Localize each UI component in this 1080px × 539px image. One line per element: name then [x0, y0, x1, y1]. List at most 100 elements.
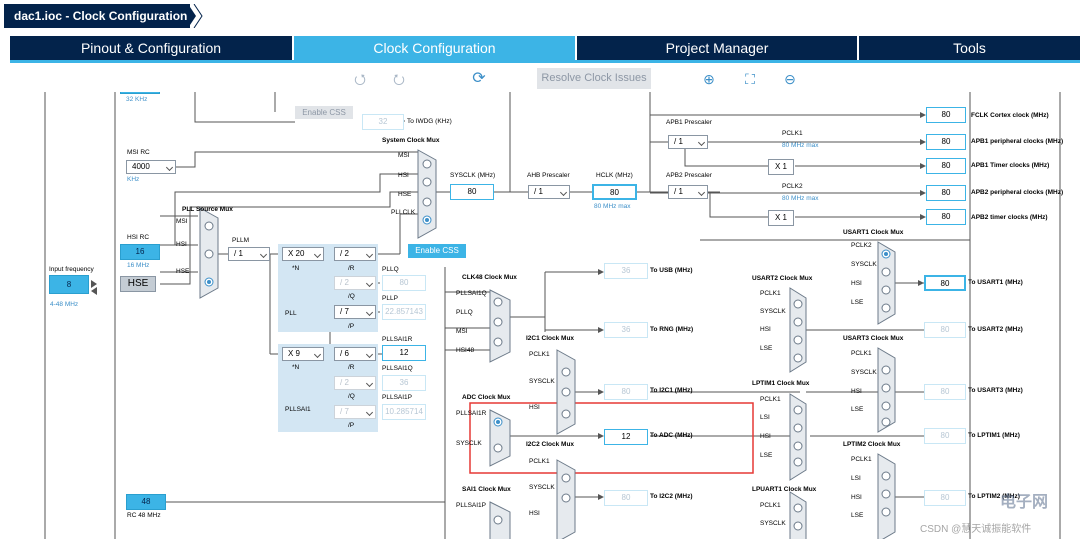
usart3-in-hsi: HSI	[851, 388, 862, 395]
lse-frequency: 32 KHz	[126, 96, 148, 103]
usart2-value: 80	[924, 322, 966, 338]
sysmux-in-pllclk: PLLCLK	[391, 209, 416, 216]
usart3-value: 80	[924, 384, 966, 400]
usart3-in-lse: LSE	[851, 406, 864, 413]
breadcrumb-file[interactable]: dac1.ioc - Clock Configuration	[4, 4, 190, 28]
zoom-out-icon[interactable]: ⊖	[784, 71, 796, 87]
enable-css-lse-button[interactable]: Enable CSS	[295, 106, 353, 119]
title-bar: dac1.ioc - Clock Configuration	[0, 0, 1080, 32]
pllp-out-label: PLLP	[382, 295, 398, 302]
lptim1-in-lsi: LSI	[760, 414, 770, 421]
adc-in-pllsai1r: PLLSAI1R	[456, 410, 487, 417]
apb2-peripheral-label: APB2 peripheral clocks (MHz)	[971, 189, 1064, 196]
tab-project-manager[interactable]: Project Manager	[577, 36, 857, 60]
usart1-value: 80	[924, 275, 966, 291]
msi-rc-title: MSI RC	[127, 149, 150, 156]
ahb-prescaler-select[interactable]: / 1	[528, 185, 570, 199]
lse-rc-box	[120, 92, 160, 94]
fclk-value: 80	[926, 107, 966, 123]
sai1-in-pllsai1p: PLLSAI1P	[456, 502, 486, 509]
clk48-in-msi: MSI	[456, 328, 468, 335]
zoom-in-icon[interactable]: ⊕	[703, 71, 715, 87]
msi-range-select[interactable]: 4000	[126, 160, 176, 174]
pllq-select[interactable]: / 2	[334, 276, 376, 290]
apb2-timer-value: 80	[926, 209, 966, 225]
sysclk-label: SYSCLK (MHz)	[450, 172, 496, 179]
tab-pinout[interactable]: Pinout & Configuration	[10, 36, 292, 60]
pllsai1q-label: /Q	[348, 393, 355, 400]
adc-mux-title: ADC Clock Mux	[462, 394, 511, 401]
rng-label: To RNG (MHz)	[650, 326, 694, 333]
apb2-timer-multiplier: X 1	[768, 210, 794, 226]
pllsai1q-select[interactable]: / 2	[334, 376, 376, 390]
lptim1-in-lse: LSE	[760, 452, 773, 459]
pllsai1q-out-value: 36	[382, 375, 426, 391]
clk48-mux-title: CLK48 Clock Mux	[462, 274, 517, 281]
pllsrc-in-msi: MSI	[176, 218, 188, 225]
pll-source-mux-title: PLL Source Mux	[182, 206, 233, 213]
clock-tree-canvas: 32 KHz Enable CSS 32 To IWDG (KHz) MSI R…	[0, 92, 1080, 539]
adc-label: To ADC (MHz)	[650, 432, 693, 439]
apb2-prescaler-label: APB2 Prescaler	[666, 172, 712, 179]
lpuart1-mux-title: LPUART1 Clock Mux	[752, 486, 817, 493]
plln-select[interactable]: X 20	[282, 247, 324, 261]
usart3-mux-title: USART3 Clock Mux	[843, 335, 904, 342]
usart1-label: To USART1 (MHz)	[968, 279, 1023, 286]
resolve-clock-issues-button[interactable]: Resolve Clock Issues	[537, 68, 651, 89]
pllsai1p-out-value: 10.285714	[382, 404, 426, 420]
msi-unit: KHz	[127, 176, 140, 183]
i2c2-label: To I2C2 (MHz)	[650, 493, 693, 500]
pllm-select[interactable]: / 1	[228, 247, 270, 261]
hse-input-frequency[interactable]: 8	[49, 275, 89, 294]
hclk-value[interactable]: 80	[592, 184, 637, 200]
lptim2-in-lsi: LSI	[851, 475, 861, 482]
usart1-in-lse: LSE	[851, 299, 864, 306]
apb2-prescaler-select[interactable]: / 1	[668, 185, 708, 199]
clk48-in-hsi48: HSI48	[456, 347, 475, 354]
sai1-mux-title: SAI1 Clock Mux	[462, 486, 511, 493]
system-clock-mux-title: System Clock Mux	[382, 137, 440, 144]
usart2-in-hsi: HSI	[760, 326, 771, 333]
usart2-in-sysclk: SYSCLK	[760, 308, 786, 315]
apb1-prescaler-select[interactable]: / 1	[668, 135, 708, 149]
i2c1-in-sysclk: SYSCLK	[529, 378, 555, 385]
usb-value: 36	[604, 263, 648, 279]
clk48-in-pllq: PLLQ	[456, 309, 473, 316]
lptim2-in-hsi: HSI	[851, 494, 862, 501]
tab-clock-configuration[interactable]: Clock Configuration	[294, 36, 575, 60]
hse-block[interactable]: HSE	[120, 276, 156, 292]
lptim2-in-pclk1: PCLK1	[851, 456, 872, 463]
fclk-label: FCLK Cortex clock (MHz)	[971, 112, 1049, 119]
i2c2-in-sysclk: SYSCLK	[529, 484, 555, 491]
pclk1-max: 80 MHz max	[782, 142, 819, 149]
pllsai1-name: PLLSAI1	[285, 406, 311, 413]
tab-tools[interactable]: Tools	[859, 36, 1080, 60]
enable-css-button[interactable]: Enable CSS	[408, 244, 466, 258]
usb-label: To USB (MHz)	[650, 267, 693, 274]
fit-to-screen-icon[interactable]: ⛶	[745, 71, 755, 87]
pllsai1r-label: /R	[348, 364, 355, 371]
pclk2-label: PCLK2	[782, 183, 803, 190]
adc-highlight-box	[469, 402, 754, 474]
usart3-in-pclk1: PCLK1	[851, 350, 872, 357]
pllsai1n-select[interactable]: X 9	[282, 347, 324, 361]
redo-icon[interactable]: ⭮	[393, 71, 405, 87]
hsi-value: 16	[120, 244, 160, 260]
input-frequency-title: Input frequency	[49, 266, 94, 273]
i2c1-label: To I2C1 (MHz)	[650, 387, 693, 394]
pllq-out-value: 80	[382, 275, 426, 291]
pllp-select[interactable]: / 7	[334, 305, 376, 319]
lpuart1-in-sysclk: SYSCLK	[760, 520, 786, 527]
refresh-icon[interactable]: ⟳	[472, 70, 486, 87]
pllsai1p-select[interactable]: / 7	[334, 405, 376, 419]
usart3-label: To USART3 (MHz)	[968, 387, 1023, 394]
apb1-prescaler-label: APB1 Prescaler	[666, 119, 712, 126]
pllsrc-in-hse: HSE	[176, 268, 190, 275]
plln-label: *N	[292, 265, 300, 272]
hclk-max: 80 MHz max	[594, 203, 631, 210]
ahb-prescaler-label: AHB Prescaler	[527, 172, 570, 179]
undo-icon[interactable]: ⭯	[354, 71, 366, 87]
apb1-peripheral-value: 80	[926, 134, 966, 150]
pllr-select[interactable]: / 2	[334, 247, 376, 261]
pllsai1r-select[interactable]: / 6	[334, 347, 376, 361]
